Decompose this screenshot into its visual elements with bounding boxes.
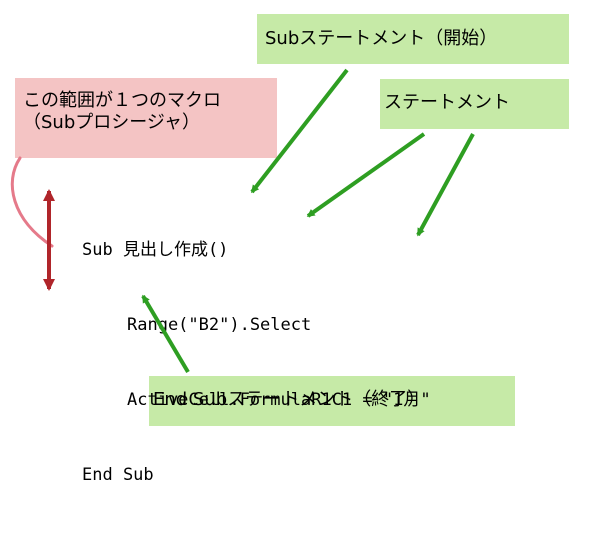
code-line-sub-start: Sub 見出し作成() xyxy=(82,240,229,260)
sub-start-label: Subステートメント（開始） xyxy=(265,28,498,49)
end-sub-label: End Subステートメント（終了） xyxy=(153,389,426,410)
code-line-end-sub: End Sub xyxy=(82,465,154,485)
statement-callout: ステートメント xyxy=(380,79,569,129)
code-line-formula: ActiveCell.FormulaR1C1 = "1月" xyxy=(127,390,431,410)
code-line-range-select: Range("B2").Select xyxy=(127,315,312,335)
statement-label: ステートメント xyxy=(384,92,510,113)
macro-range-callout: この範囲が１つのマクロ （Subプロシージャ） xyxy=(15,78,277,158)
sub-start-callout: Subステートメント（開始） xyxy=(257,14,569,64)
pink-bracket-curve xyxy=(10,156,54,248)
macro-range-label-line2: （Subプロシージャ） xyxy=(23,111,200,133)
vba-code-block: Sub 見出し作成() Range("B2").Select ActiveCel… xyxy=(82,188,442,538)
macro-structure-diagram: Subステートメント（開始） ステートメント この範囲が１つのマクロ （Subプ… xyxy=(10,14,569,485)
end-sub-callout: End Subステートメント（終了） xyxy=(149,376,515,426)
macro-range-label-line1: この範囲が１つのマクロ xyxy=(23,90,221,111)
